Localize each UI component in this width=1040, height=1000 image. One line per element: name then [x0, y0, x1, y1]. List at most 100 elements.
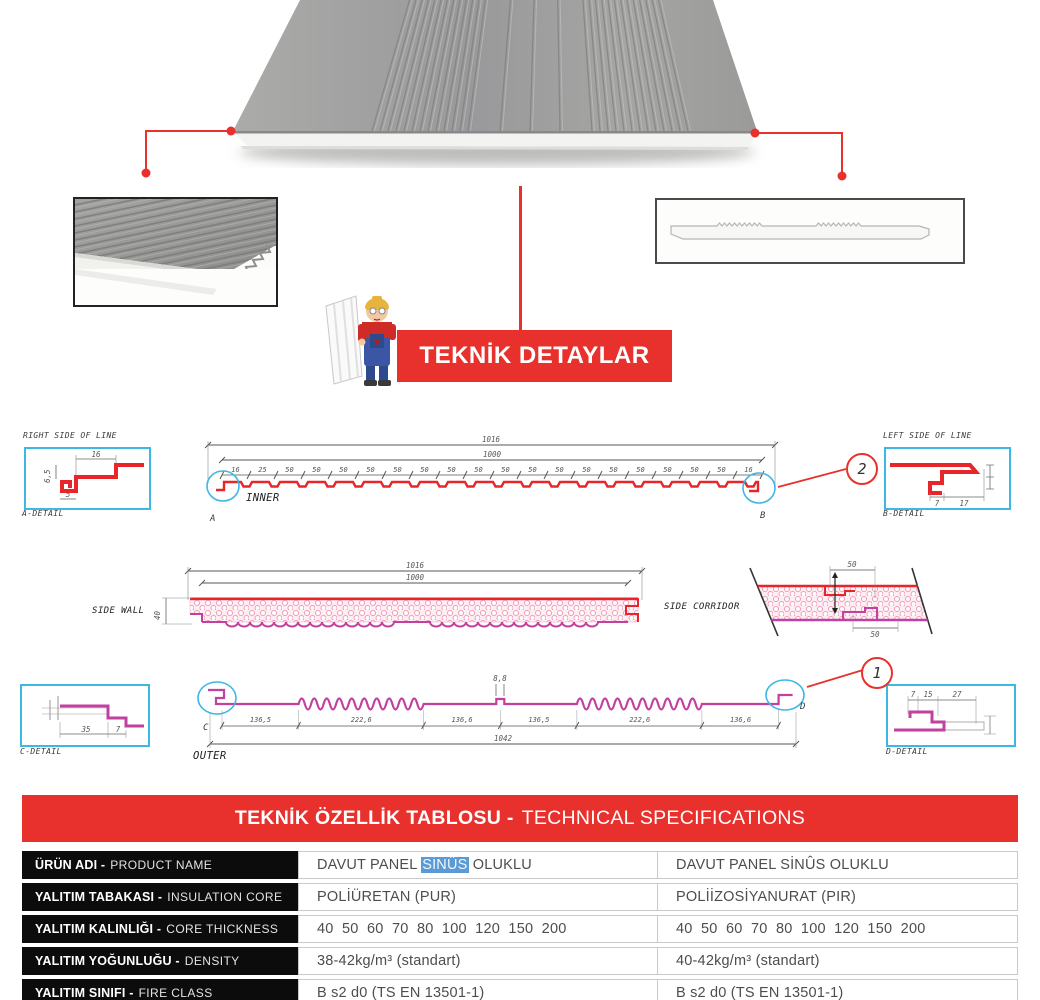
highlighted-text: SİNÜS — [421, 857, 469, 873]
table-title-turkish: TEKNİK ÖZELLİK TABLOSU - — [234, 807, 514, 829]
svg-text:40: 40 — [153, 610, 162, 620]
svg-text:7: 7 — [911, 690, 916, 699]
value-pir: DAVUT PANEL SİNÛS OLUKLU — [657, 851, 1018, 879]
value-pir: B s2 d0 (TS EN 13501-1) — [657, 979, 1018, 1000]
segment-dim: 222,6 — [629, 716, 651, 724]
d-detail-box: 7 15 27 — [886, 684, 1016, 747]
mascot-worker-icon — [325, 295, 396, 386]
b-detail-caption: B-DETAIL — [883, 509, 925, 518]
callout-1-circle: 1 — [861, 657, 893, 689]
inner-label: INNER — [246, 492, 280, 504]
b-detail-title: LEFT SIDE OF LINE — [883, 431, 972, 440]
segment-dim: 50 — [447, 466, 456, 474]
value-pir: 40 50 60 70 80 100 120 150 200 — [657, 915, 1018, 943]
value-pur: DAVUT PANEL SİNÜS OLUKLU — [298, 851, 658, 879]
svg-text:50: 50 — [847, 560, 857, 569]
svg-text:27: 27 — [952, 690, 962, 699]
c-detail-box: 35 7 — [20, 684, 150, 747]
segment-dim: 50 — [501, 466, 510, 474]
inner-point-b: B — [760, 511, 766, 521]
svg-text:35: 35 — [80, 725, 91, 734]
side-wall-label: SIDE WALL — [92, 606, 145, 616]
segment-dim: 136,5 — [528, 716, 550, 724]
svg-text:1000: 1000 — [406, 573, 425, 582]
segment-dim: 50 — [717, 466, 726, 474]
table-header: TEKNİK ÖZELLİK TABLOSU - TECHNICAL SPECI… — [22, 795, 1018, 842]
segment-dim: 16 — [231, 466, 240, 474]
panel-3d-image — [228, 0, 757, 165]
segment-dim: 136,6 — [451, 716, 473, 724]
a-detail-caption: A-DETAIL — [22, 509, 64, 518]
segment-dim: 136,6 — [730, 716, 752, 724]
svg-text:17: 17 — [959, 499, 969, 508]
value-pur: POLİÜRETAN (PUR) — [298, 883, 658, 911]
svg-text:7: 7 — [935, 499, 940, 508]
segment-dim: 50 — [555, 466, 564, 474]
svg-text:7: 7 — [116, 725, 121, 734]
segment-dim: 16 — [744, 466, 753, 474]
banner-connector-line — [519, 186, 522, 332]
segment-dim: 50 — [420, 466, 429, 474]
side-corridor-drawing: 50 50 — [749, 560, 933, 639]
svg-text:1042: 1042 — [494, 734, 513, 743]
segment-dim: 50 — [366, 466, 375, 474]
panel-profile-thumbnail — [655, 198, 965, 264]
value-pir: 40-42kg/m³ (standart) — [657, 947, 1018, 975]
table-row-insulation-core: YALITIM TABAKASI - INSULATION CORE POLİÜ… — [22, 883, 1018, 911]
value-pir: POLİİZOSİYANURAT (PIR) — [657, 883, 1018, 911]
svg-text:15: 15 — [923, 690, 933, 699]
svg-text:8,8: 8,8 — [493, 674, 507, 683]
table-title-english: TECHNICAL SPECIFICATIONS — [521, 807, 806, 829]
value-pur: B s2 d0 (TS EN 13501-1) — [298, 979, 658, 1000]
segment-dim: 50 — [609, 466, 618, 474]
svg-text:1016: 1016 — [482, 435, 501, 444]
segment-dim: 136,5 — [249, 716, 271, 724]
outer-label: OUTER — [193, 750, 227, 762]
spec-table: ÜRÜN ADI - PRODUCT NAME DAVUT PANEL SİNÜ… — [22, 851, 1018, 1000]
segment-dim: 50 — [393, 466, 402, 474]
value-pur: 38-42kg/m³ (standart) — [298, 947, 658, 975]
svg-text:1000: 1000 — [483, 450, 502, 459]
segment-dim: 50 — [663, 466, 672, 474]
segment-dim: 50 — [636, 466, 645, 474]
segment-dim: 50 — [582, 466, 591, 474]
panel-corner-photo — [73, 197, 278, 307]
c-detail-caption: C-DETAIL — [20, 747, 62, 756]
callout-2-circle: 2 — [846, 453, 878, 485]
table-row-core-thickness: YALITIM KALINLIĞI - CORE THICKNESS 40 50… — [22, 915, 1018, 943]
inner-profile-drawing: 1016 1000 — [204, 435, 779, 504]
row-label: ÜRÜN ADI - PRODUCT NAME — [22, 851, 298, 879]
segment-dim: 50 — [312, 466, 321, 474]
callout-2-leader — [777, 468, 847, 488]
callout-1-leader — [806, 669, 864, 688]
a-detail-box: 16 6,5 5 — [24, 447, 151, 510]
b-detail-box: 7 17 — [884, 447, 1011, 510]
row-label: YALITIM YOĞUNLUĞU - DENSITY — [22, 947, 298, 975]
segment-dim: 25 — [258, 466, 267, 474]
svg-text:50: 50 — [870, 630, 880, 639]
row-label: YALITIM KALINLIĞI - CORE THICKNESS — [22, 915, 298, 943]
outer-point-c: C — [203, 723, 209, 733]
section-banner-label: TEKNİK DETAYLAR — [419, 342, 650, 369]
svg-text:6,5: 6,5 — [43, 469, 52, 483]
side-wall-drawing: 1016 1000 40 — [153, 561, 646, 628]
svg-text:1016: 1016 — [406, 561, 425, 570]
segment-dim: 50 — [474, 466, 483, 474]
outer-point-d: D — [800, 702, 806, 712]
svg-text:5: 5 — [66, 490, 71, 499]
table-row-density: YALITIM YOĞUNLUĞU - DENSITY 38-42kg/m³ (… — [22, 947, 1018, 975]
d-detail-caption: D-DETAIL — [886, 747, 928, 756]
segment-dim: 50 — [285, 466, 294, 474]
section-banner: TEKNİK DETAYLAR — [397, 330, 672, 382]
segment-dim: 50 — [690, 466, 699, 474]
inner-point-a: A — [210, 514, 216, 524]
segment-dim: 50 — [528, 466, 537, 474]
side-corridor-label: SIDE CORRIDOR — [664, 602, 740, 612]
row-label: YALITIM TABAKASI - INSULATION CORE — [22, 883, 298, 911]
callout-lines — [141, 126, 847, 181]
outer-profile-drawing: 8,8 1042 — [197, 674, 805, 748]
value-pur: 40 50 60 70 80 100 120 150 200 — [298, 915, 658, 943]
